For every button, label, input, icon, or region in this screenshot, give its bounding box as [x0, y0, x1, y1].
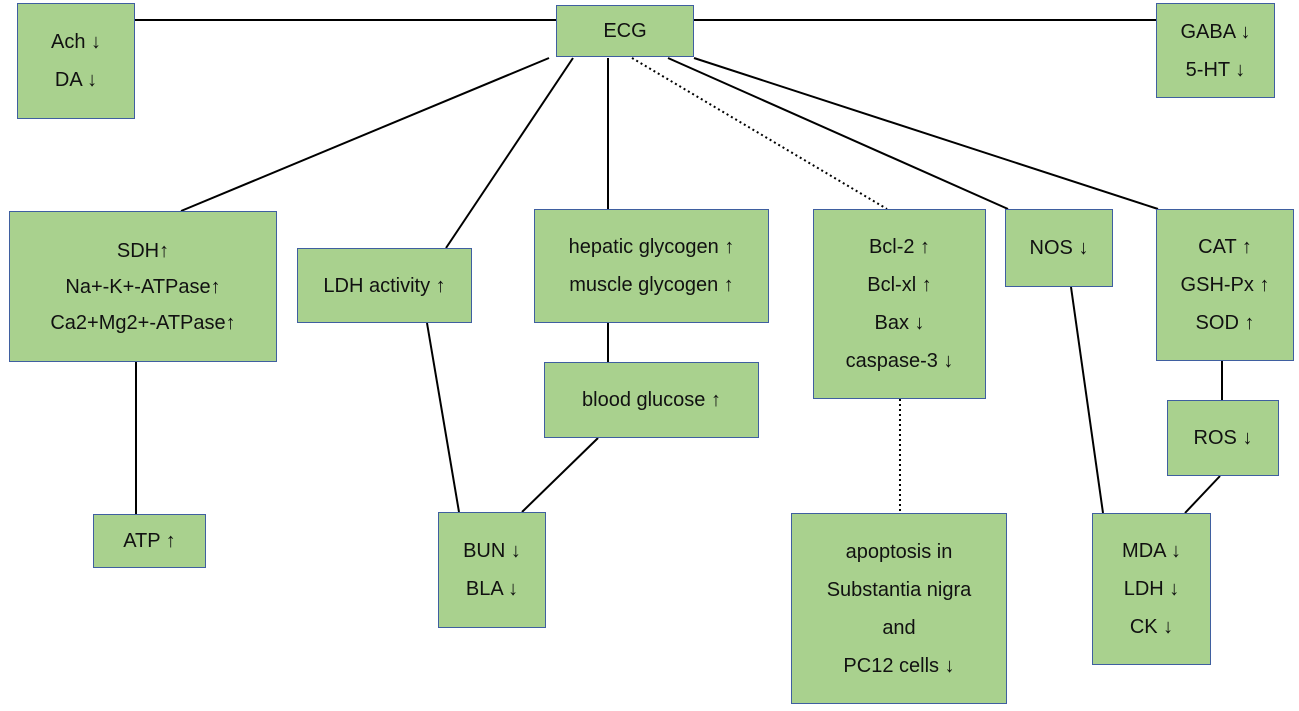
- node-label: Substantia nigra: [826, 578, 972, 601]
- node-label: LDH ↓: [1123, 578, 1180, 600]
- node-label: blood glucose ↑: [582, 389, 721, 411]
- node-ach-da: Ach ↓ DA ↓: [17, 3, 135, 119]
- node-label: apoptosis in: [845, 540, 953, 563]
- node-bcl-apoptosis-markers: Bcl-2 ↑ Bcl-xl ↑ Bax ↓ caspase-3 ↓: [813, 209, 986, 399]
- node-label: GABA ↓: [1180, 20, 1251, 43]
- node-apoptosis: apoptosis in Substantia nigra and PC12 c…: [791, 513, 1007, 704]
- node-label: Ca2+Mg2+-ATPase↑: [50, 311, 236, 334]
- node-gaba-5ht: GABA ↓ 5-HT ↓: [1156, 3, 1275, 98]
- node-label: GSH-Px ↑: [1180, 274, 1270, 296]
- node-sdh-atpase: SDH↑ Na+-K+-ATPase↑ Ca2+Mg2+-ATPase↑: [9, 211, 277, 362]
- node-ldh-activity: LDH activity ↑: [297, 248, 472, 323]
- edge-ecg-bcl: [631, 57, 888, 210]
- node-label: BUN ↓: [463, 540, 521, 562]
- node-label: LDH activity ↑: [323, 274, 446, 297]
- node-label: ECG: [603, 20, 647, 42]
- node-ecg: ECG: [556, 5, 694, 57]
- edge-blood-glucose-bun: [521, 437, 599, 513]
- node-label: muscle glycogen ↑: [569, 274, 734, 296]
- edge-ecg-cat: [693, 57, 1159, 210]
- node-glycogen: hepatic glycogen ↑ muscle glycogen ↑: [534, 209, 769, 323]
- node-label: DA ↓: [54, 69, 98, 91]
- node-antioxidant-enzymes: CAT ↑ GSH-Px ↑ SOD ↑: [1156, 209, 1294, 361]
- node-atp: ATP ↑: [93, 514, 206, 568]
- node-ros: ROS ↓: [1167, 400, 1279, 476]
- node-label: PC12 cells ↓: [843, 654, 955, 677]
- node-label: Ach ↓: [50, 31, 102, 53]
- node-label: CK ↓: [1129, 616, 1174, 638]
- node-label: Bax ↓: [874, 312, 925, 334]
- edge-ldh-activity-bun: [426, 322, 460, 513]
- edge-ecg-ldh-activity: [445, 57, 574, 249]
- edge-ecg-sdh: [180, 57, 550, 212]
- node-label: 5-HT ↓: [1185, 58, 1246, 81]
- node-nos: NOS ↓: [1005, 209, 1113, 287]
- node-mda-ldh-ck: MDA ↓ LDH ↓ CK ↓: [1092, 513, 1211, 665]
- node-label: CAT ↑: [1198, 236, 1252, 258]
- node-label: SDH↑: [116, 239, 170, 262]
- node-label: and: [882, 616, 916, 639]
- node-blood-glucose: blood glucose ↑: [544, 362, 759, 438]
- node-label: ROS ↓: [1193, 427, 1253, 449]
- edge-nos-mda: [1070, 286, 1104, 514]
- node-label: Bcl-xl ↑: [867, 274, 932, 296]
- node-label: BLA ↓: [465, 578, 519, 600]
- node-label: hepatic glycogen ↑: [568, 236, 735, 258]
- node-label: caspase-3 ↓: [845, 350, 954, 372]
- edge-ros-mda: [1184, 475, 1221, 514]
- node-label: ATP ↑: [123, 530, 176, 552]
- edge-ecg-nos: [667, 57, 1009, 210]
- node-bun-bla: BUN ↓ BLA ↓: [438, 512, 546, 628]
- node-label: Na+-K+-ATPase↑: [65, 275, 221, 298]
- node-label: NOS ↓: [1029, 237, 1089, 259]
- node-label: MDA ↓: [1122, 540, 1181, 562]
- node-label: Bcl-2 ↑: [868, 236, 931, 258]
- node-label: SOD ↑: [1195, 312, 1255, 334]
